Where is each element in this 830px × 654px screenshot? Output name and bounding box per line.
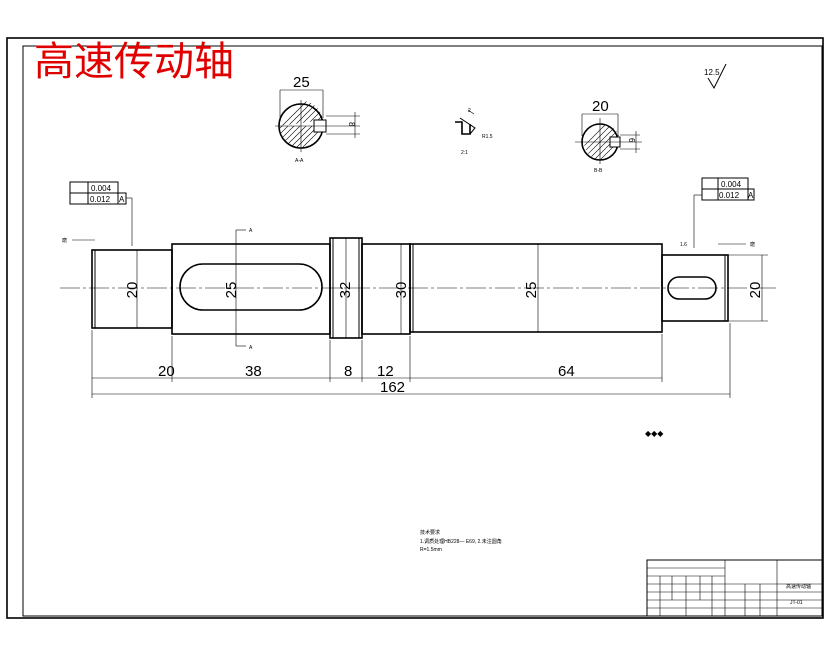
dia-1: 20 xyxy=(124,282,141,299)
len-4: 12 xyxy=(377,363,394,380)
dia-3: 32 xyxy=(337,282,354,299)
tol-left-datum: A xyxy=(119,195,125,204)
title-block-drawing-no: JT-01 xyxy=(790,600,803,606)
tolerance-frame-left: 0.004 0.012 A xyxy=(69,181,133,246)
shaft-main-view: A A 20 25 32 30 25 20 xyxy=(60,228,778,351)
dia-6: 20 xyxy=(747,282,764,299)
section-aa-view: 25 8 A-A xyxy=(275,74,360,164)
technical-requirements: 技术要求 1.调质处理HB228— E69, 2.未注圆角 R=1.5mm xyxy=(420,529,502,553)
section-aa-label: A-A xyxy=(295,158,304,164)
dia-5: 25 xyxy=(523,282,540,299)
len-3: 8 xyxy=(344,363,352,380)
section-bb-view: 20 6 B-B xyxy=(575,98,642,174)
drawing-frame xyxy=(6,37,824,619)
section-aa-width: 25 xyxy=(293,74,310,91)
title-block: 高速传动轴 JT-01 xyxy=(646,559,823,617)
side-note-right-b: 1.6 xyxy=(680,242,687,248)
length-dimensions: 20 38 8 12 64 162 xyxy=(91,323,731,398)
side-note-left: 磨 xyxy=(62,237,67,244)
tolerance-frame-right: 0.004 0.012 A xyxy=(693,177,755,248)
tol-left-cylindricity: 0.004 xyxy=(91,184,112,193)
len-total: 162 xyxy=(380,379,405,396)
dia-4: 30 xyxy=(393,282,410,299)
detail-scale-label: 2:1 xyxy=(461,150,468,156)
title-block-part-name: 高速传动轴 xyxy=(786,583,811,590)
roughness-value: 12.5 xyxy=(704,68,720,77)
len-2: 38 xyxy=(245,363,262,380)
tol-right-datum: A xyxy=(748,191,754,200)
tech-req-heading: 技术要求 xyxy=(420,529,440,536)
len-5: 64 xyxy=(558,363,575,380)
drawing-title: 高速传动轴 xyxy=(34,39,234,85)
len-1: 20 xyxy=(158,363,175,380)
section-bb-depth: 6 xyxy=(627,138,636,143)
dia-2: 25 xyxy=(223,282,240,299)
tech-req-line1: 1.调质处理HB228— E69, 2.未注圆角 xyxy=(420,538,502,545)
side-note-right-a: 磨 xyxy=(750,241,755,248)
detail-view: 2 R1.5 2:1 xyxy=(455,108,493,156)
section-bb-width: 20 xyxy=(592,98,609,115)
tech-req-line2: R=1.5mm xyxy=(420,547,442,553)
tol-left-runout: 0.012 xyxy=(90,195,111,204)
cut-mark-top: A xyxy=(249,228,253,234)
surface-roughness-default: 12.5 xyxy=(704,63,727,90)
detail-radius-label: R1.5 xyxy=(482,134,493,140)
section-bb-label: B-B xyxy=(594,168,603,174)
detail-size-label: 2 xyxy=(468,108,471,114)
diamond-marks: ◆◆◆ xyxy=(645,429,664,438)
drawing-inner-frame xyxy=(22,45,823,617)
section-aa-depth: 8 xyxy=(347,122,356,127)
cut-mark-bottom: A xyxy=(249,345,253,351)
tol-right-cylindricity: 0.004 xyxy=(721,180,742,189)
tol-right-runout: 0.012 xyxy=(719,191,740,200)
